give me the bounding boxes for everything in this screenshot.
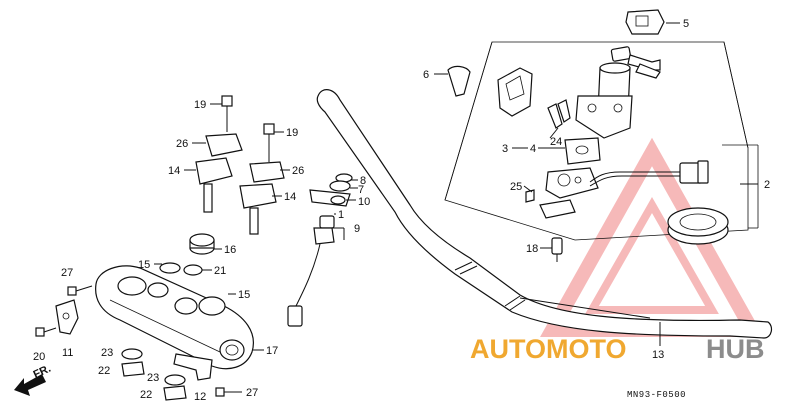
- callout-1: 1: [338, 209, 344, 221]
- callout-26-left: 26: [176, 138, 188, 150]
- callout-24: 24: [550, 136, 562, 148]
- callout-16: 16: [224, 244, 236, 256]
- left-bracket: [35, 285, 93, 337]
- front-marker: FR.: [32, 363, 53, 381]
- callout-21: 21: [214, 265, 226, 277]
- callout-27-left: 27: [61, 267, 73, 279]
- callout-15-left: 15: [138, 259, 150, 271]
- callout-14-left: 14: [168, 165, 180, 177]
- callout-22-bottom: 22: [140, 389, 152, 401]
- callout-14-right: 14: [284, 191, 296, 203]
- callout-2: 2: [764, 179, 770, 191]
- callout-9: 9: [354, 223, 360, 235]
- lower-bracket: [121, 348, 242, 401]
- callout-23-bottom: 23: [147, 372, 159, 384]
- callout-22-top: 22: [98, 365, 110, 377]
- ignition-switch: [497, 46, 709, 219]
- callout-4: 4: [530, 143, 536, 155]
- cable-switch: [287, 173, 353, 327]
- watermark: AUTOMOTO HUB: [470, 334, 765, 364]
- diagram-code: MN93-F0500: [627, 390, 686, 400]
- callout-3: 3: [502, 143, 508, 155]
- callout-5: 5: [683, 18, 689, 30]
- top-bridge: [95, 265, 254, 370]
- callout-15-right: 15: [238, 289, 250, 301]
- bushings: [159, 233, 215, 276]
- lock-ring: [667, 207, 729, 245]
- callout-20: 20: [33, 351, 45, 363]
- callout-6: 6: [423, 69, 429, 81]
- watermark-right: HUB: [706, 334, 765, 364]
- callout-8: 8: [360, 175, 366, 187]
- callout-11: 11: [62, 347, 73, 359]
- callout-17: 17: [266, 345, 278, 357]
- callout-23-top: 23: [101, 347, 113, 359]
- leader-lines: [154, 22, 758, 351]
- callout-12: 12: [194, 391, 206, 403]
- callout-13: 13: [652, 349, 664, 361]
- callout-26-right: 26: [292, 165, 304, 177]
- callout-7: 7: [358, 184, 364, 196]
- callout-19-right: 19: [286, 127, 298, 139]
- callout-19-top: 19: [194, 99, 206, 111]
- callout-10: 10: [358, 196, 370, 208]
- callout-25: 25: [510, 181, 522, 193]
- callout-labels: 5 6 19 19 26 26 14 14 16 15 21 15 17 27 …: [33, 18, 770, 403]
- handlebar: [316, 89, 773, 339]
- ignition-assembly-outline: [444, 41, 759, 241]
- watermark-left: AUTOMOTO: [470, 334, 627, 364]
- callout-27-bottom: 27: [246, 387, 258, 399]
- cap: [447, 65, 471, 97]
- bolt-18: [551, 237, 563, 262]
- key-cover: [625, 9, 665, 35]
- handlebar-holders: [195, 95, 285, 235]
- front-arrow: [14, 374, 46, 396]
- callout-18: 18: [526, 243, 538, 255]
